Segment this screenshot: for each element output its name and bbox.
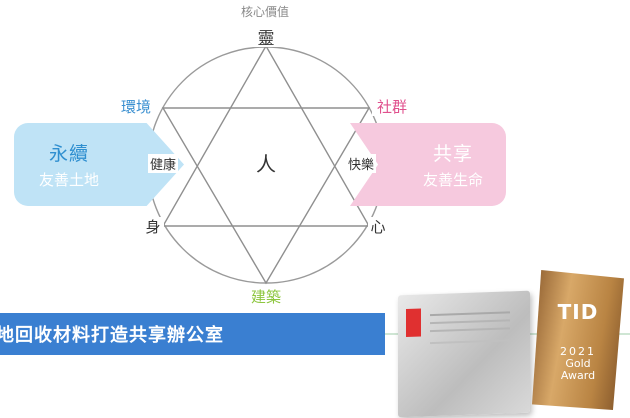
right-inner-label: 快樂 — [346, 154, 377, 173]
downward-triangle — [161, 107, 371, 285]
tid-award-trophy: TID 2021 Gold Award — [532, 270, 624, 410]
banner-text: 地回收材料打造共享辦公室 — [0, 325, 224, 346]
tid-award-name: TID — [557, 300, 599, 324]
left-panel: 永續 友善土地 — [14, 123, 184, 206]
right-panel-subtitle: 友善生命 — [422, 171, 483, 189]
lower-right-label: 心 — [370, 218, 385, 236]
design-award-plaque — [398, 290, 530, 418]
left-panel-title: 永續 — [48, 143, 89, 165]
upper-left-label: 環境 — [121, 98, 151, 116]
tid-award-year: 2021 — [560, 345, 596, 358]
bottom-label: 建築 — [251, 288, 281, 306]
lower-left-label: 身 — [145, 218, 160, 236]
center-label: 人 — [256, 152, 276, 176]
plaque-text-lines — [430, 311, 510, 317]
right-panel-title: 共享 — [432, 143, 473, 165]
tid-award-type: Award — [560, 369, 596, 382]
left-inner-label: 健康 — [148, 154, 179, 173]
upward-triangle — [161, 44, 371, 227]
top-caption: 核心價值 — [241, 4, 289, 19]
left-panel-subtitle: 友善土地 — [38, 171, 99, 189]
tid-award-level: Gold — [565, 357, 591, 370]
award-logo-icon — [406, 308, 421, 338]
caption-banner: 地回收材料打造共享辦公室 — [0, 313, 385, 355]
top-label: 靈 — [258, 29, 275, 49]
upper-right-label: 社群 — [377, 98, 407, 116]
